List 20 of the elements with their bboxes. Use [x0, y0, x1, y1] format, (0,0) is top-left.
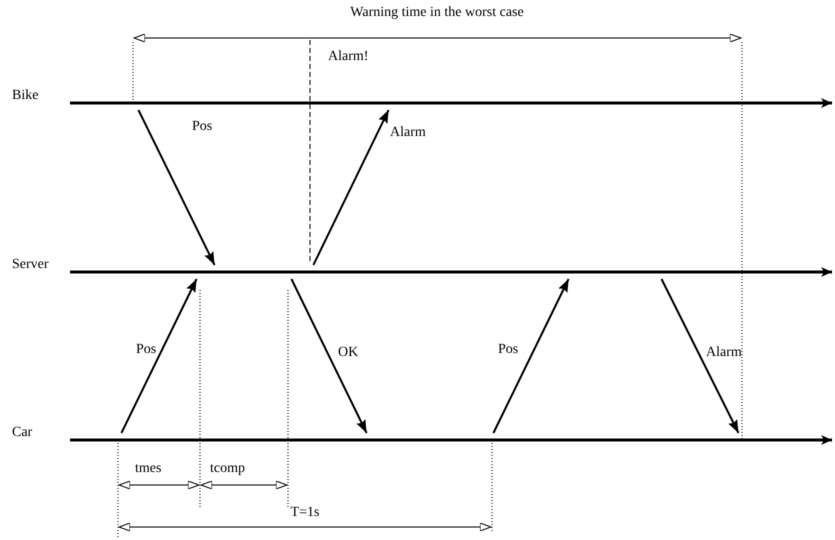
edge-label: Alarm: [706, 346, 742, 360]
timeline-label: Bike: [12, 89, 38, 103]
dimension-label: tmes: [135, 462, 162, 476]
dimension-label: tcomp: [210, 462, 245, 476]
event-label: Alarm!: [328, 50, 368, 64]
message-arrow: [312, 110, 390, 266]
message-arrow: [492, 278, 570, 434]
message-arrow: [120, 278, 198, 434]
edge-label: Pos: [192, 120, 212, 134]
dimension-label: Warning time in the worst case: [350, 6, 524, 20]
edge-label: Pos: [136, 343, 156, 357]
message-arrow: [660, 278, 740, 434]
timeline-label: Car: [12, 426, 32, 440]
timeline-label: Server: [12, 258, 49, 272]
edge-label: Pos: [498, 343, 518, 357]
dimension-label: T=1s: [290, 506, 320, 520]
edge-label: Alarm: [390, 126, 426, 140]
edge-label: OK: [338, 346, 358, 360]
message-arrow: [138, 110, 216, 266]
message-arrow: [290, 278, 368, 434]
